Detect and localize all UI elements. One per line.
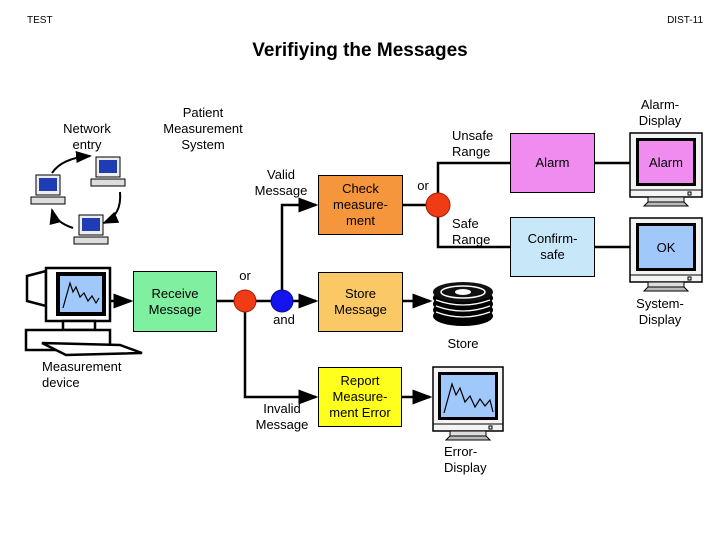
alarm-screen: Alarm <box>639 141 693 183</box>
or-node-top <box>425 192 451 218</box>
check-measurement-box: Check measure- ment <box>318 175 403 235</box>
and-node <box>270 289 294 313</box>
ok-screen-label: OK <box>656 239 676 255</box>
or-node-bottom <box>233 289 257 313</box>
receive-message-box: Receive Message <box>133 271 217 332</box>
safe-range-label: Safe Range <box>452 216 491 247</box>
alarm-box: Alarm <box>510 133 595 193</box>
network-computer-icon <box>73 214 109 245</box>
alarm-screen-label: Alarm <box>649 154 683 170</box>
page-title: Verifiying the Messages <box>252 40 468 61</box>
store-disk-icon <box>433 282 493 326</box>
network-entry-label: Network entry <box>63 121 111 152</box>
error-display-label: Error- Display <box>444 444 487 475</box>
store-label: Store <box>447 336 479 351</box>
error-display-monitor <box>432 366 504 441</box>
alarm-display-label: Alarm- Display <box>638 97 682 128</box>
network-computer-icon <box>30 174 66 205</box>
measurement-device-label: Measurement device <box>42 359 122 390</box>
measurement-device-icon <box>24 266 143 357</box>
header-left-tag: TEST <box>27 15 53 26</box>
network-cycle-arrows <box>49 151 122 229</box>
header-right-tag: DIST-11 <box>667 15 703 26</box>
unsafe-range-label: Unsafe Range <box>452 128 494 159</box>
store-message-box: Store Message <box>318 272 403 332</box>
report-error-box: Report Measure- ment Error <box>318 367 402 427</box>
or-label-top: or <box>417 178 429 193</box>
patient-system-label: Patient Measurement System <box>163 105 243 152</box>
and-label: and <box>273 312 295 327</box>
network-computer-icon <box>90 156 126 187</box>
confirm-safe-box: Confirm- safe <box>510 217 595 277</box>
invalid-message-label: Invalid Message <box>255 401 309 432</box>
system-display-label: System- Display <box>636 296 684 327</box>
valid-message-label: Valid Message <box>254 167 308 198</box>
or-label-bottom: or <box>239 268 251 283</box>
ok-screen: OK <box>639 226 693 268</box>
